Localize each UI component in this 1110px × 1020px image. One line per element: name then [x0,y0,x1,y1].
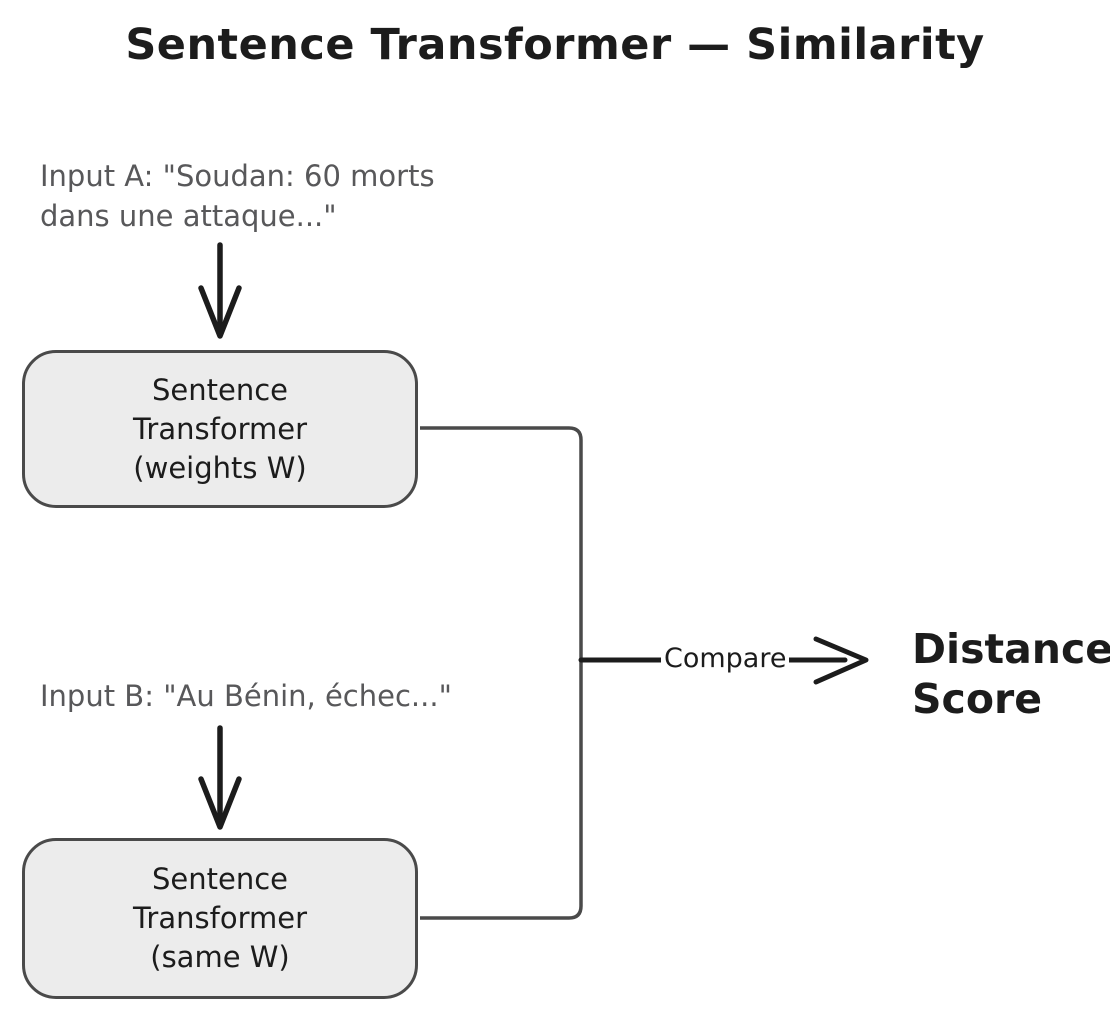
distance-score-label: Distance Score [912,624,1110,724]
arrow-down-b-icon [198,725,242,830]
distance-score-line-2: Score [912,675,1043,723]
encoder-box-top: Sentence Transformer (weights W) [22,350,418,508]
encoder-top-line-2: Transformer [132,411,307,446]
encoder-top-line-3: (weights W) [133,450,307,485]
distance-score-line-1: Distance [912,625,1110,673]
arrow-down-a-icon [198,242,242,339]
arrow-down-b-head [198,776,242,830]
compare-label: Compare [661,643,790,674]
encoder-box-bottom: Sentence Transformer (same W) [22,838,418,999]
input-a-line-2: dans une attaque..." [40,199,337,233]
diagram-title: Sentence Transformer — Similarity [125,20,985,70]
encoder-top-line-1: Sentence [151,372,288,407]
input-a-label: Input A: "Soudan: 60 morts dans une atta… [40,156,435,236]
input-b-line-1: Input B: "Au Bénin, échec..." [40,679,452,713]
compare-arrow-head [813,636,869,685]
input-b-label: Input B: "Au Bénin, échec..." [40,676,452,716]
encoder-bottom-line-2: Transformer [132,901,307,935]
encoder-bottom-line-3: (same W) [150,940,290,974]
arrow-down-a-head [198,285,242,339]
merge-bracket-connector [420,426,583,920]
input-a-line-1: Input A: "Soudan: 60 morts [40,159,435,193]
encoder-bottom-line-1: Sentence [151,862,288,896]
